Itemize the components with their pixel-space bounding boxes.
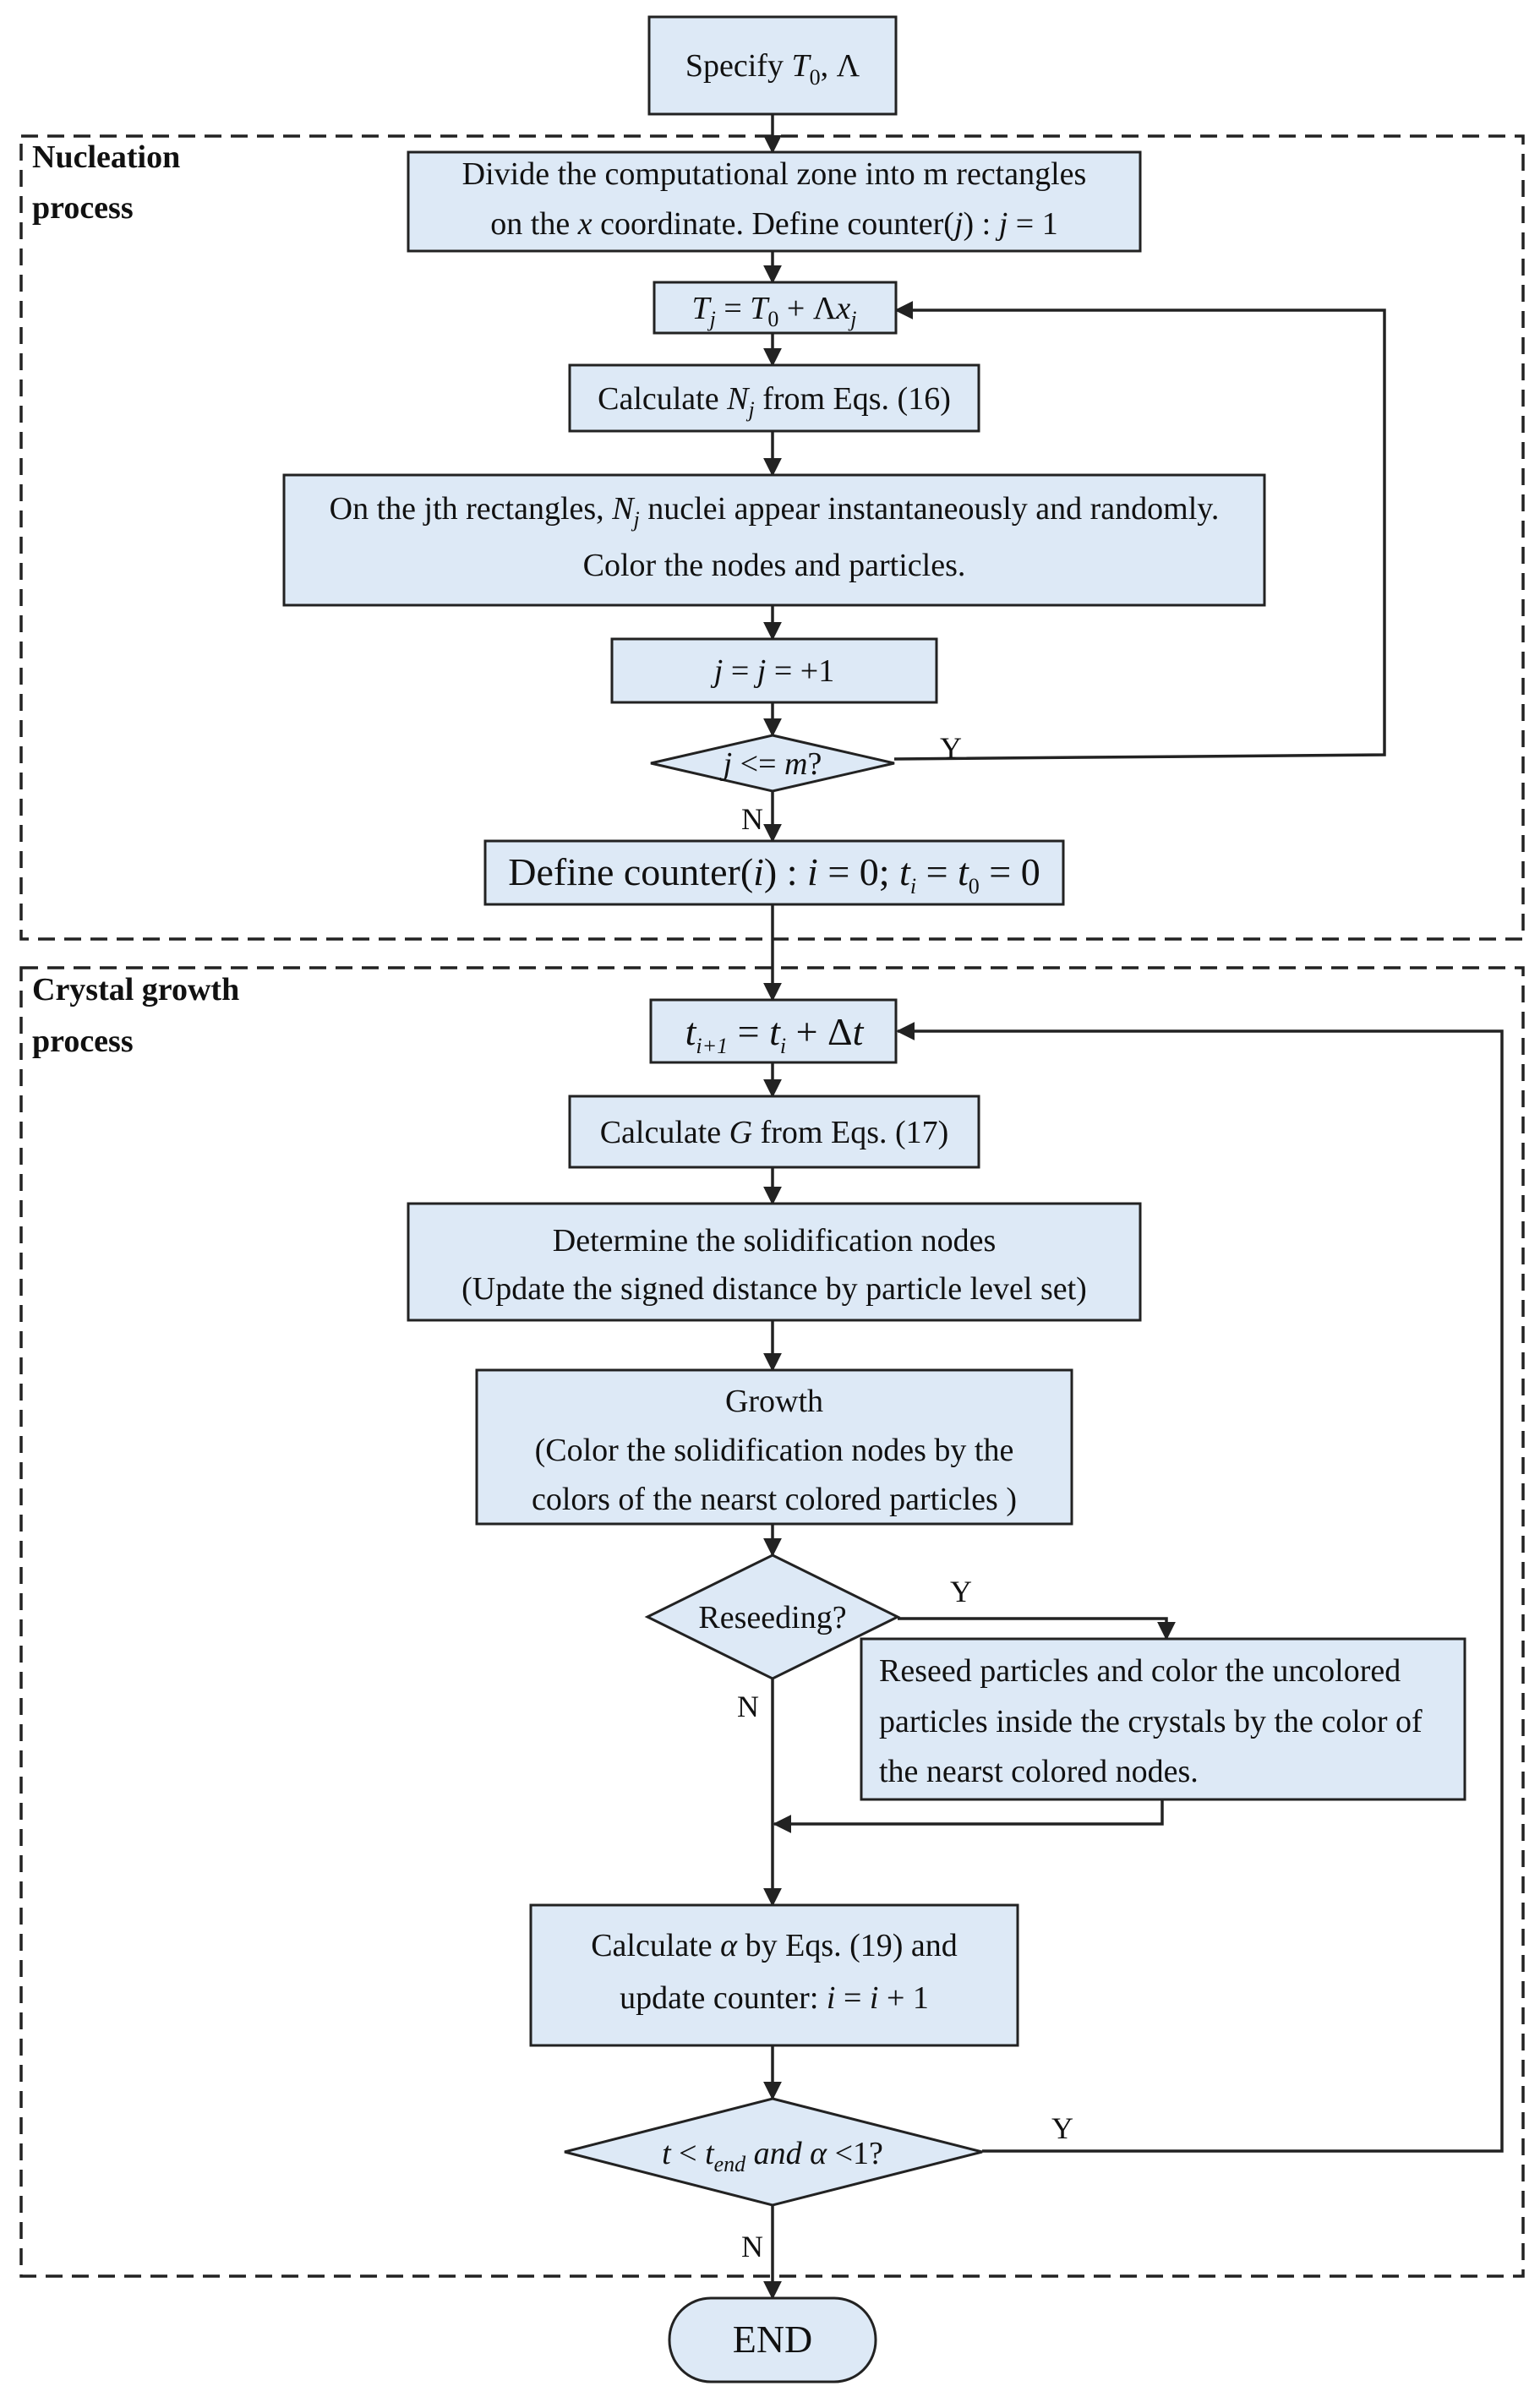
- decision-t-no-label: N: [741, 2230, 763, 2263]
- define-i-box: [483, 839, 1065, 906]
- decision-t-diamond: [564, 2097, 983, 2207]
- reseed-line3: the nearst colored nodes.: [879, 1754, 1199, 1789]
- growth-line3: colors of the nearst colored particles ): [532, 1482, 1017, 1517]
- define-i-text: Define counter(i) : i = 0; ti = t0 = 0: [508, 850, 1040, 898]
- edge-decisionT-loop-yes: [896, 1022, 1504, 2153]
- specify-box: [647, 15, 898, 116]
- growth-group-label-line1: Crystal growth: [32, 972, 239, 1007]
- calc-alpha-line2: update counter: i = i + 1: [620, 1980, 929, 2016]
- decision-t-yes-label: Y: [1051, 2111, 1073, 2145]
- growth-line2: (Color the solidification nodes by the: [535, 1433, 1014, 1468]
- edge-decisionJ-loop-yes: [893, 301, 1386, 761]
- increment-formula: j = j = +1: [710, 653, 834, 689]
- decision-j-diamond: [650, 734, 895, 793]
- nuclei-box: [282, 473, 1266, 607]
- reseeding-yes-label: Y: [950, 1575, 972, 1608]
- calc-alpha-line1: Calculate α by Eqs. (19) and: [591, 1928, 958, 1963]
- divide-line1: Divide the computational zone into m rec…: [462, 156, 1087, 192]
- decision-t-text: t < tend and α <1?: [662, 2136, 883, 2176]
- calc-alpha-box: [529, 1903, 1019, 2047]
- end-terminator: [668, 2296, 877, 2383]
- decision-j-text: j <= m?: [719, 746, 822, 782]
- nuclei-line1: On the jth rectangles, Nj nuclei appear …: [330, 491, 1220, 532]
- nucleation-group-label-line1: Nucleation: [32, 139, 180, 175]
- specify-text: Specify T0, Λ: [685, 48, 860, 90]
- temperature-box: [653, 281, 898, 335]
- calc-n-box: [568, 363, 980, 433]
- reseeding-diamond: [644, 1553, 901, 1680]
- decision-j-yes-label: Y: [940, 731, 962, 765]
- calc-g-box: [568, 1095, 980, 1169]
- determine-box: [407, 1202, 1142, 1322]
- nucleation-group-label-line2: process: [32, 190, 134, 226]
- growth-group-label-line2: process: [32, 1024, 134, 1059]
- time-step-formula: ti+1 = ti + Δt: [685, 1010, 865, 1058]
- divide-line2: on the x coordinate. Define counter(j) :…: [490, 206, 1057, 242]
- end-text: END: [733, 2318, 813, 2361]
- reseed-line1: Reseed particles and color the uncolored: [879, 1653, 1401, 1689]
- temperature-formula: Tj = T0 + Λxj: [691, 291, 856, 331]
- reseeding-no-label: N: [737, 1690, 759, 1723]
- divide-box: [407, 150, 1142, 253]
- calc-g-text: Calculate G from Eqs. (17): [600, 1115, 949, 1150]
- reseed-box: [860, 1637, 1466, 1801]
- reseeding-text: Reseeding?: [698, 1600, 846, 1635]
- determine-line2: (Update the signed distance by particle …: [461, 1271, 1087, 1307]
- growth-line1: Growth: [725, 1384, 823, 1419]
- determine-line1: Determine the solidification nodes: [553, 1223, 996, 1259]
- decision-j-no-label: N: [741, 802, 763, 836]
- reseed-line2: particles inside the crystals by the col…: [879, 1704, 1423, 1739]
- time-step-box: [649, 998, 898, 1064]
- connectors: [763, 114, 1504, 2300]
- edge-reseed-return: [773, 1799, 1164, 1833]
- growth-group-frame: [19, 966, 1525, 2278]
- growth-box: [475, 1368, 1073, 1526]
- increment-box: [610, 637, 938, 704]
- edge-reseedQ-yes: [898, 1617, 1176, 1641]
- nuclei-line2: Color the nodes and particles.: [583, 548, 966, 583]
- calc-n-text: Calculate Nj from Eqs. (16): [598, 381, 951, 422]
